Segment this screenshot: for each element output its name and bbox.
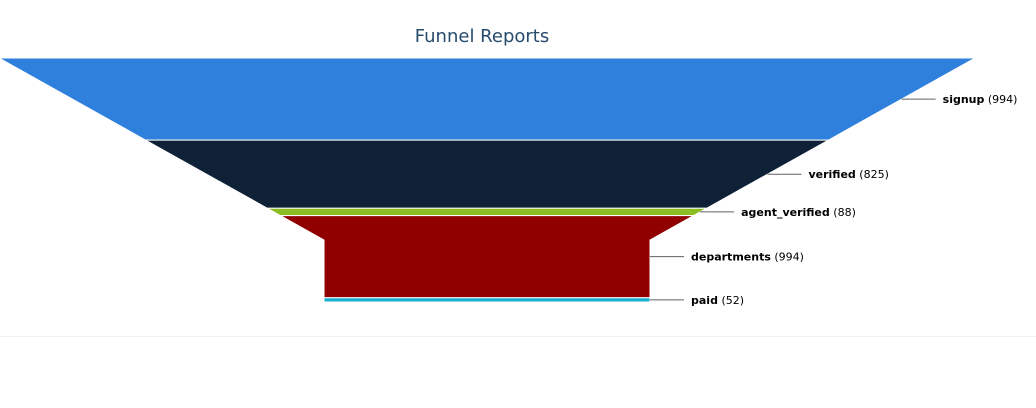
data-label-agent_verified: agent_verified (88) — [741, 206, 856, 219]
data-label-value: (994) — [771, 251, 804, 264]
funnel-segment-agent_verified[interactable] — [265, 207, 709, 217]
divider — [0, 336, 1036, 337]
data-label-verified: verified (825) — [808, 168, 888, 181]
funnel-segment-verified[interactable] — [143, 139, 831, 209]
data-label-departments: departments (994) — [691, 251, 804, 264]
funnel-segment-paid[interactable] — [323, 297, 651, 303]
data-label-value: (52) — [718, 294, 744, 307]
funnel-segment-departments[interactable] — [278, 215, 696, 299]
data-label-paid: paid (52) — [691, 294, 744, 307]
data-label-name: paid — [691, 294, 718, 307]
data-label-name: signup — [943, 93, 985, 106]
data-label-signup: signup (994) — [943, 93, 1018, 106]
data-label-value: (994) — [984, 93, 1017, 106]
funnel-segment-signup[interactable] — [0, 57, 977, 141]
data-label-name: verified — [808, 168, 855, 181]
data-label-name: agent_verified — [741, 206, 830, 219]
data-label-value: (825) — [856, 168, 889, 181]
chart-title: Funnel Reports — [414, 26, 550, 47]
data-label-value: (88) — [830, 206, 856, 219]
data-label-name: departments — [691, 251, 771, 264]
